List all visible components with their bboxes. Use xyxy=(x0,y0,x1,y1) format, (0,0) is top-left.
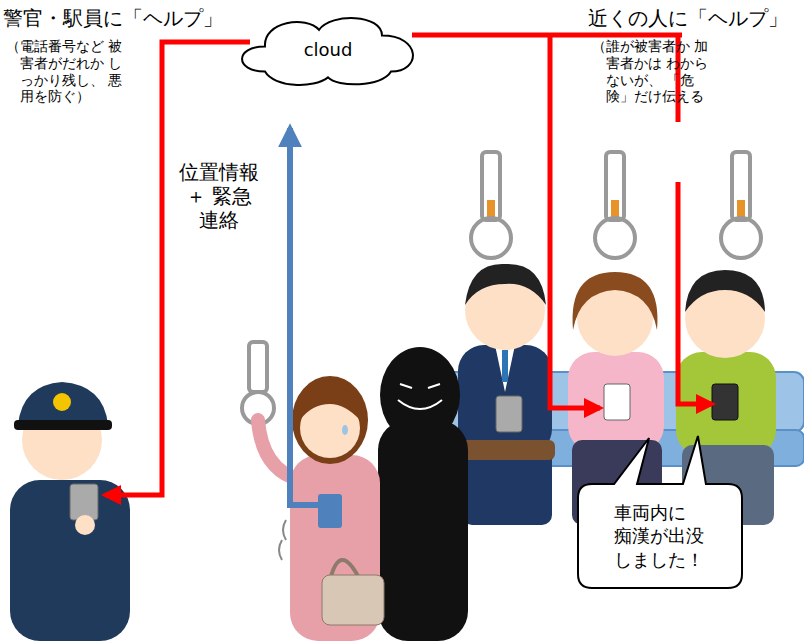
node-label: cloud xyxy=(304,38,353,61)
police-officer xyxy=(10,382,130,641)
node-text: 車両内に 痴漢が出没 しました！ xyxy=(614,501,707,571)
seated-man-suit xyxy=(455,264,555,525)
location-line xyxy=(290,128,330,505)
offender-figure xyxy=(378,347,468,641)
node-label: 車両内に 痴漢が出没 しました！ xyxy=(614,501,707,571)
flow-label: 位置情報 ＋ 緊急連絡 xyxy=(176,160,262,232)
help-heading: 警官・駅員に「ヘルプ」 xyxy=(3,6,223,30)
help-lines xyxy=(105,35,712,495)
help-heading: 近くの人に「ヘルプ」 xyxy=(588,6,788,30)
help-note: （誰が被害者か 加害者かは わからないが、 「危険」だけ伝える xyxy=(592,38,709,105)
help-note: （電話番号など 被害者がだれか しっかり残し、 悪用を防ぐ） xyxy=(6,38,123,105)
node-text: cloud xyxy=(304,38,353,61)
cloud-shape: cloud xyxy=(238,14,418,86)
standing-woman xyxy=(258,376,384,641)
speech-bubble: 車両内に 痴漢が出没 しました！ xyxy=(578,484,742,588)
cloud-path xyxy=(242,18,413,85)
bubble-path xyxy=(578,436,742,588)
